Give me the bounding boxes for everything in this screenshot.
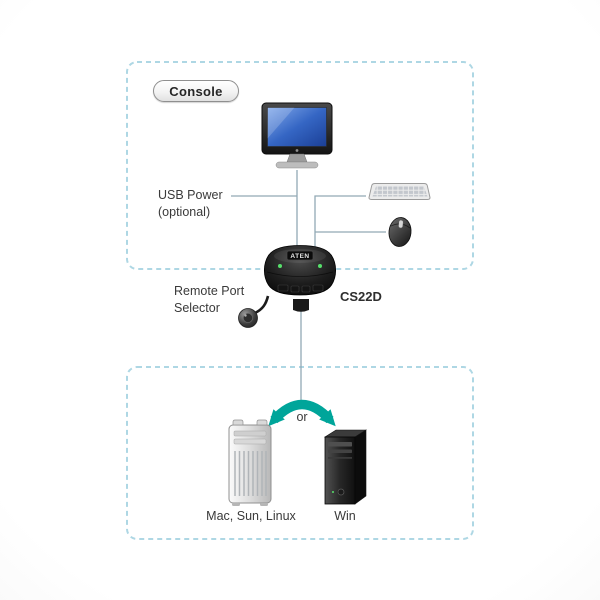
win-tower-bay1: [328, 442, 352, 447]
monitor-screen-glare: [267, 107, 295, 139]
mac-tower-bay1: [233, 430, 267, 437]
mac-tower-icon: [228, 419, 272, 506]
mac-tower-body: [228, 424, 272, 504]
mac-tower-bay2: [233, 438, 267, 445]
selector-highlight: [244, 314, 247, 317]
kvm-brand-plate: [286, 250, 314, 261]
win-tower-vent: [328, 457, 352, 459]
selector-button: [243, 313, 253, 323]
keyboard-icon: [368, 183, 431, 200]
monitor-power-led: [295, 149, 299, 152]
remote-port-line2: Selector: [174, 300, 220, 315]
win-tower-front: [324, 436, 356, 505]
win-tower-led: [332, 491, 334, 493]
remote-port-line1: Remote Port: [174, 284, 245, 298]
computers-box: [126, 366, 474, 540]
kvm-ports: [277, 284, 324, 293]
kvm-gloss: [274, 249, 326, 263]
line-keyboard: [314, 195, 366, 250]
kvm-cable-stub: [293, 299, 309, 312]
keyboard-keys: [372, 186, 428, 197]
kvm-seam: [266, 271, 334, 277]
mac-tower-handle-left: [232, 419, 244, 426]
right-computer-label: Win: [334, 509, 356, 523]
usb-power-label: USB Power (optional): [158, 187, 223, 220]
kvm-brand-text: ATEN: [290, 253, 309, 260]
mac-tower-foot-left: [232, 503, 240, 506]
mouse-icon: [388, 217, 412, 247]
mac-tower-grille: [234, 451, 267, 496]
console-title-pill: Console: [153, 80, 239, 102]
mouse-body: [388, 217, 412, 247]
kvm-led-left: [278, 264, 282, 268]
monitor-icon: [261, 102, 333, 169]
win-tower-top: [323, 429, 368, 438]
mouse-scroll-wheel: [398, 219, 404, 229]
left-computer-label: Mac, Sun, Linux: [206, 509, 296, 523]
win-tower-power-button: [337, 488, 345, 496]
win-tower-side: [354, 429, 367, 505]
or-label: or: [296, 410, 308, 424]
kvm-led-right: [318, 264, 322, 268]
win-tower-icon: [323, 429, 368, 505]
mac-tower-foot-right: [260, 503, 268, 506]
usb-power-line1: USB Power: [158, 188, 223, 202]
monitor-stand-neck: [286, 153, 308, 163]
kvm-body: [263, 245, 337, 296]
connection-lines: [231, 170, 386, 401]
selector-cable: [254, 295, 270, 315]
monitor-stand-base: [275, 161, 319, 169]
kvm-switch-icon: ATEN: [263, 245, 337, 312]
kvm-model-label: CS22D: [340, 289, 382, 304]
monitor-frame: [261, 102, 333, 155]
console-title: Console: [169, 83, 223, 99]
monitor-screen: [267, 107, 327, 147]
remote-port-selector-label: Remote Port Selector: [174, 283, 244, 316]
mouse-button-split: [390, 223, 411, 229]
win-tower-bay2: [328, 449, 352, 453]
mac-tower-handle-right: [256, 419, 268, 426]
usb-power-line2: (optional): [158, 204, 211, 219]
keyboard-body: [368, 183, 431, 200]
